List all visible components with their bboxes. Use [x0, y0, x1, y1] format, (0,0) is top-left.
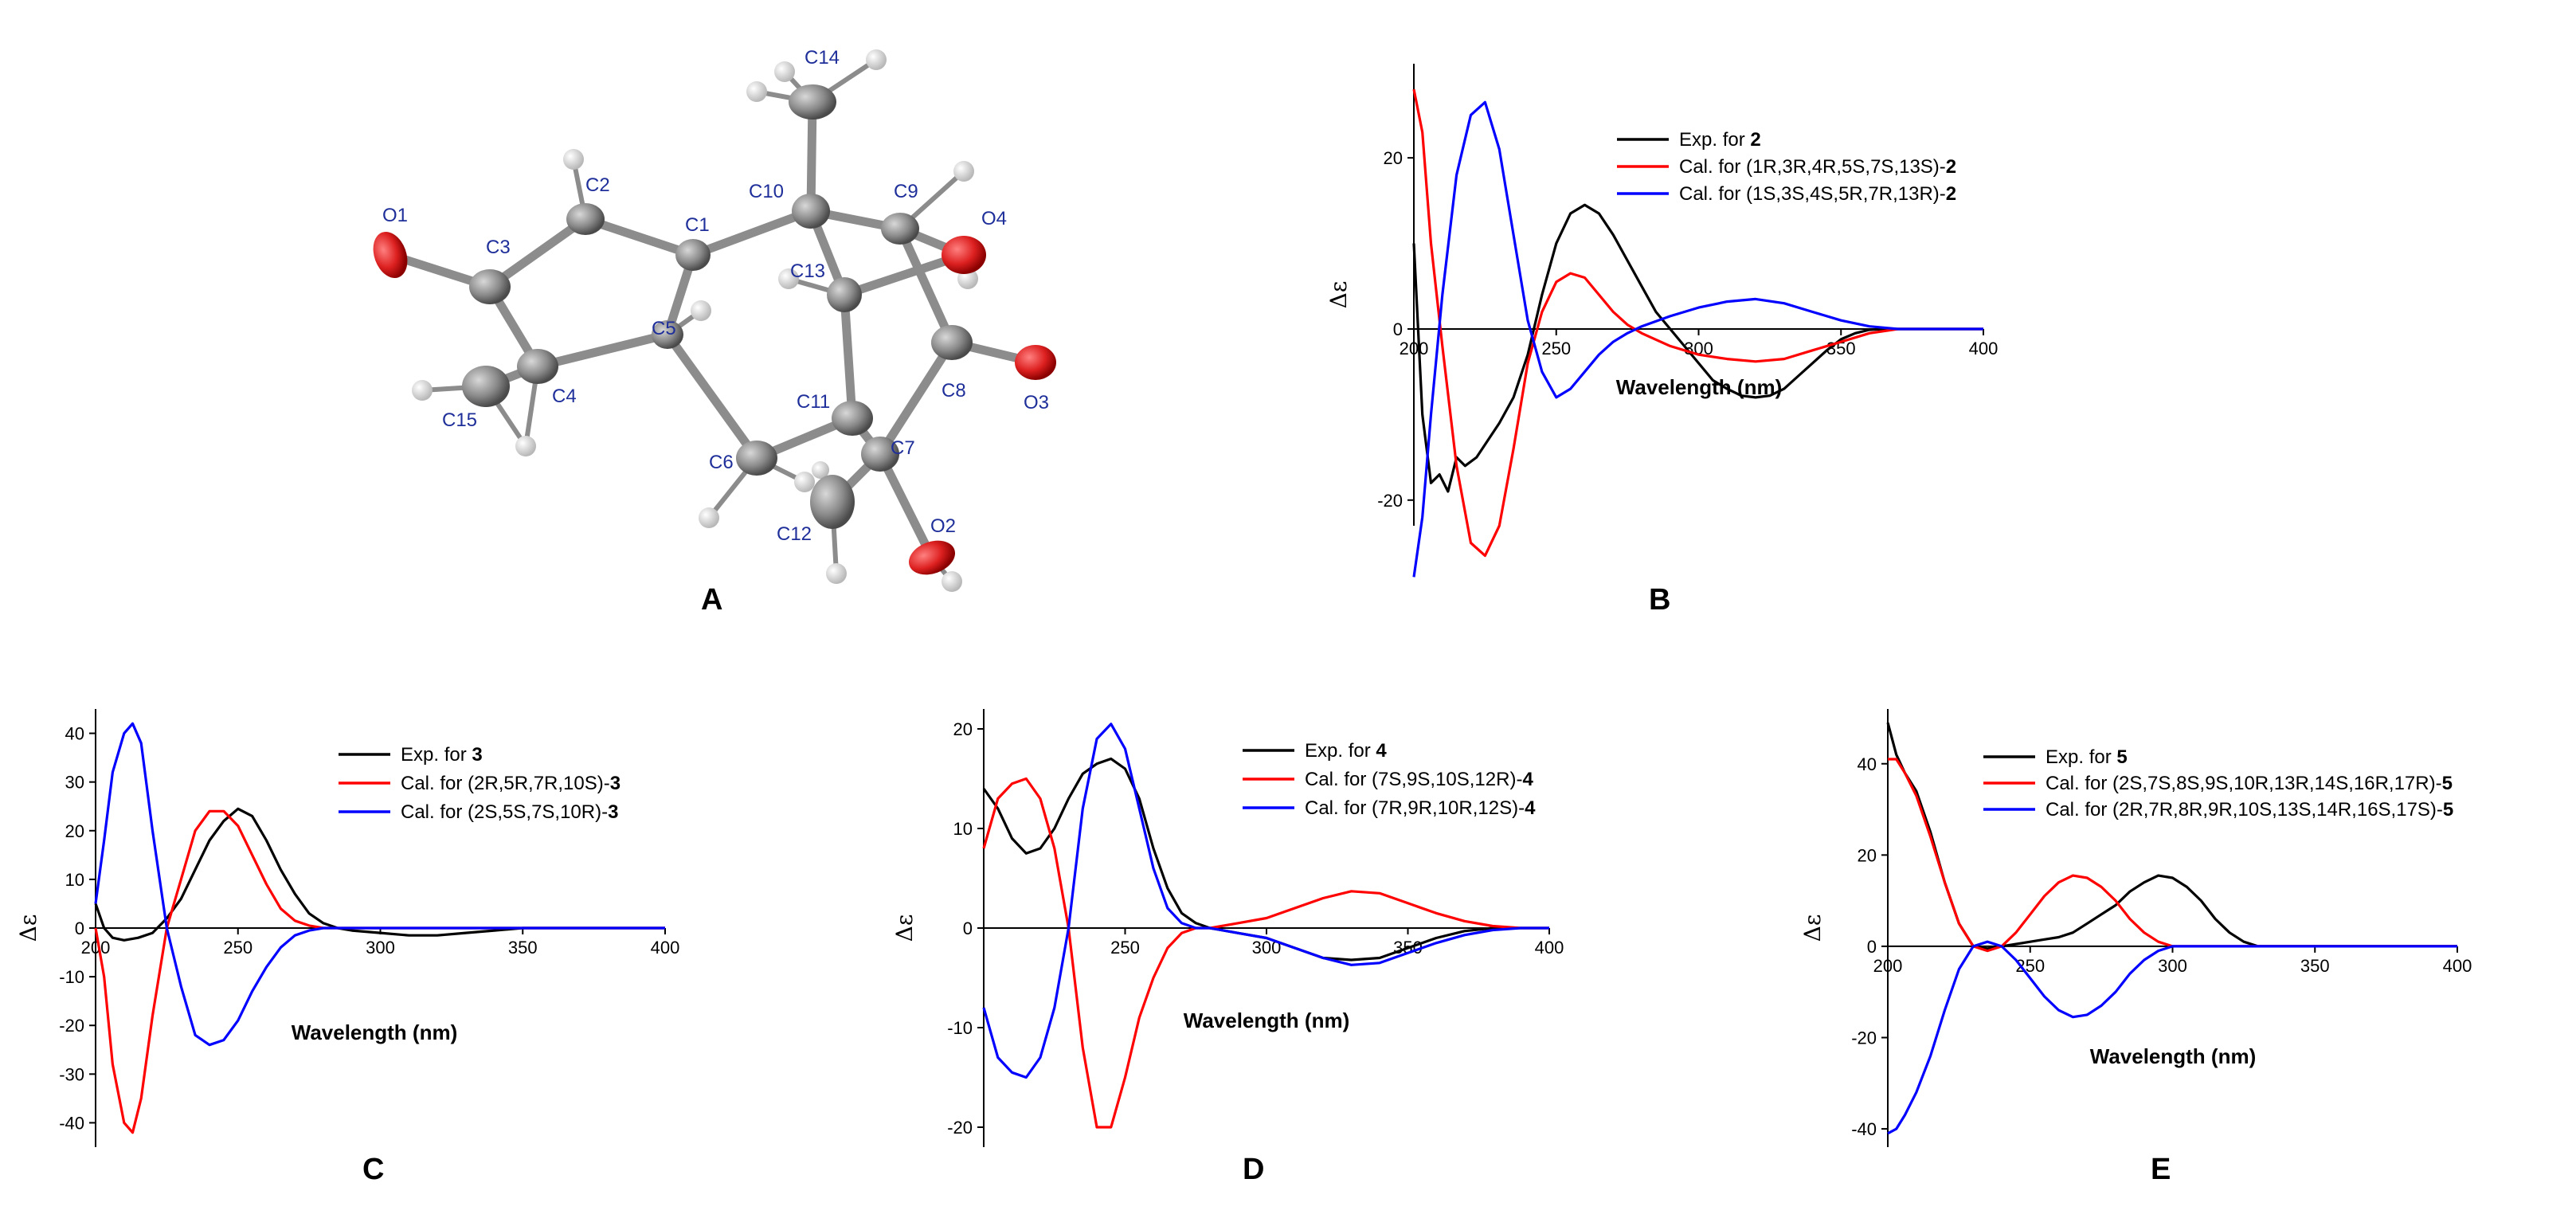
- y-tick-label: 40: [65, 724, 84, 744]
- y-tick-label: 0: [1867, 937, 1877, 957]
- bonds: [386, 57, 1040, 584]
- legend-label: Exp. for 2: [1679, 129, 1761, 151]
- series-line-1: [94, 807, 665, 942]
- x-tick-label: 200: [81, 938, 111, 958]
- legend-label: Cal. for (2R,7R,8R,9R,10S,13S,14R,16S,17…: [2046, 799, 2453, 821]
- y-tick-label: -40: [59, 1113, 84, 1133]
- atom-label: C10: [749, 181, 784, 202]
- legend-label: Cal. for (2S,7S,8S,9S,10R,13R,14S,16R,17…: [2046, 773, 2453, 794]
- series-line-3: [1887, 940, 2457, 1135]
- panel-label-a: A: [701, 583, 722, 617]
- x-axis-label: Wavelength (nm): [2090, 1044, 2256, 1068]
- atom-label: C12: [777, 523, 812, 545]
- legend-label: Exp. for 5: [2046, 746, 2128, 768]
- y-tick-label: 20: [1858, 845, 1877, 865]
- atom-label: C11: [797, 391, 830, 413]
- atom-label: C3: [486, 237, 511, 258]
- y-tick-label: -20: [947, 1118, 973, 1138]
- y-tick-label: -20: [1377, 491, 1403, 511]
- y-tick-label: 20: [953, 719, 973, 739]
- y-tick-label: -40: [1851, 1119, 1877, 1139]
- atom-label: C9: [894, 181, 918, 202]
- legend-label: Cal. for (2S,5S,7S,10R)-3: [401, 801, 618, 823]
- x-tick-label: 200: [1873, 956, 1903, 976]
- atom-label: O1: [382, 205, 408, 226]
- x-axis-label: Wavelength (nm): [1184, 1009, 1349, 1032]
- x-tick-label: 300: [2158, 956, 2187, 976]
- legend-label: Cal. for (1S,3S,4S,5R,7R,13R)-2: [1679, 183, 1956, 205]
- atom-label: C6: [709, 452, 734, 473]
- x-tick-label: 250: [223, 938, 253, 958]
- cd-chart-c: -40 -30 -20 -10 0 10 20 30 40 200 250 300 350 400Wave…: [15, 709, 679, 1147]
- atom-label: C13: [790, 260, 825, 282]
- panel-label-e: E: [2151, 1153, 2171, 1186]
- y-tick-label: -30: [59, 1064, 84, 1084]
- series-line-3: [982, 723, 1549, 1079]
- atom-label: O3: [1024, 392, 1049, 413]
- y-axis-label: Δε: [891, 915, 918, 942]
- x-tick-label: 400: [1535, 938, 1564, 958]
- y-tick-label: -20: [1851, 1028, 1877, 1048]
- legend-label: Cal. for (1R,3R,4R,5S,7S,13S)-2: [1679, 156, 1956, 178]
- series-line-2: [94, 809, 665, 1134]
- y-axis-label: Δε: [1799, 915, 1826, 942]
- x-tick-label: 250: [1541, 339, 1571, 358]
- atom-label: O2: [930, 515, 956, 537]
- legend-label: Cal. for (2R,5R,7R,10S)-3: [401, 773, 621, 794]
- y-tick-label: -10: [947, 1018, 973, 1038]
- legend-label: Cal. for (7S,9S,10S,12R)-4: [1305, 769, 1533, 790]
- series-line-2: [1412, 88, 1983, 558]
- series-line-3: [94, 722, 665, 1047]
- x-tick-label: 350: [508, 938, 538, 958]
- x-tick-label: 400: [1969, 339, 1999, 358]
- x-tick-label: 350: [2300, 956, 2330, 976]
- atom-spheres: [373, 49, 1056, 592]
- molecule-structure: O1 C2 C3 C1 C10 C14 C9 O4 C13 C5 C4 C15 …: [373, 47, 1056, 592]
- series-line-3: [1412, 100, 1983, 578]
- legend-label: Exp. for 3: [401, 744, 483, 766]
- panel-label-c: C: [362, 1153, 384, 1186]
- series-line-2: [982, 777, 1549, 1129]
- y-tick-label: 0: [963, 918, 973, 938]
- x-tick-label: 250: [1110, 938, 1140, 958]
- y-tick-label: 10: [953, 819, 973, 839]
- y-tick-label: 40: [1858, 754, 1877, 774]
- y-axis-label: Δε: [1325, 281, 1352, 309]
- y-tick-label: 20: [65, 821, 84, 841]
- y-tick-label: -10: [59, 967, 84, 987]
- y-axis-label: Δε: [15, 915, 41, 942]
- legend-label: Exp. for 4: [1305, 740, 1387, 762]
- x-tick-label: 400: [2443, 956, 2472, 976]
- series-line-1: [1886, 722, 2457, 950]
- x-axis-label: Wavelength (nm): [292, 1020, 457, 1044]
- atom-label: C2: [585, 174, 610, 196]
- x-tick-label: 400: [651, 938, 680, 958]
- x-tick-label: 200: [1400, 339, 1429, 358]
- atom-label: C4: [552, 386, 577, 407]
- legend-label: Cal. for (7R,9R,10R,12S)-4: [1305, 797, 1536, 819]
- atom-label: C5: [652, 318, 676, 339]
- series-line-1: [1412, 203, 1983, 493]
- atom-label: C14: [805, 47, 840, 69]
- y-tick-label: -20: [59, 1016, 84, 1036]
- atom-labels: O1 C2 C3 C1 C10 C14 C9 O4 C13 C5 C4 C15 …: [382, 47, 1049, 545]
- y-tick-label: 20: [1384, 148, 1403, 168]
- atom-label: C8: [942, 380, 966, 401]
- y-tick-label: 0: [75, 918, 84, 938]
- y-tick-label: 30: [65, 773, 84, 793]
- atom-label: C1: [685, 214, 710, 236]
- panel-label-d: D: [1243, 1153, 1264, 1186]
- y-tick-label: 10: [65, 870, 84, 890]
- atom-label: C15: [442, 409, 477, 431]
- atom-label: O4: [981, 208, 1007, 229]
- atom-label: C7: [891, 437, 915, 459]
- x-axis-label: Wavelength (nm): [1616, 375, 1782, 399]
- x-tick-label: 300: [366, 938, 395, 958]
- panel-label-b: B: [1649, 583, 1670, 617]
- y-tick-label: 0: [1393, 319, 1403, 339]
